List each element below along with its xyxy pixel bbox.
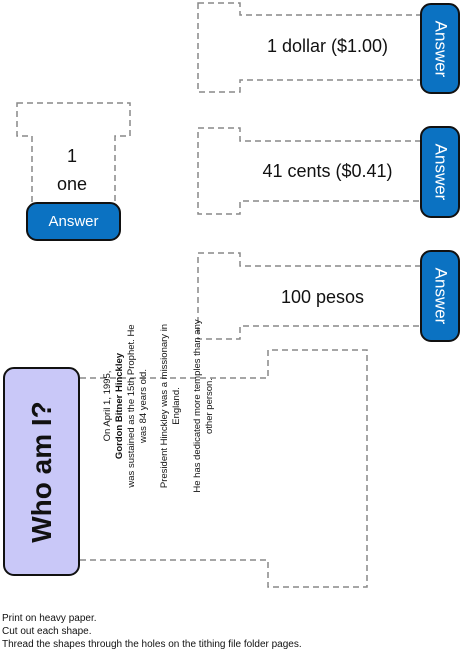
answer-button-one[interactable]: Answer [26, 202, 121, 241]
clue-1: On April 1, 1995, Gordon Bitner Hinckley… [102, 316, 150, 496]
cut-line-pesos [197, 252, 423, 340]
answer-button-pesos[interactable]: Answer [420, 250, 460, 342]
clue-1-name: Gordon Bitner Hinckley [114, 352, 125, 460]
instruction-line: Thread the shapes through the holes on t… [2, 639, 302, 650]
answer-label: Answer [431, 143, 450, 201]
clue-2: President Hinckley was a missionary in E… [159, 323, 182, 489]
who-am-i-title: Who am I? [25, 400, 57, 543]
one-word: one [56, 174, 88, 194]
cut-line-who [80, 349, 368, 588]
answer-label: Answer [48, 213, 99, 230]
answer-button-dollar[interactable]: Answer [420, 3, 460, 94]
one-numeral: 1 [66, 146, 77, 166]
amount-pesos: 100 pesos [280, 287, 365, 307]
answer-label: Answer [431, 267, 450, 325]
clue-3: He has dedicated more temples than any o… [192, 319, 215, 493]
amount-cents: 41 cents ($0.41) [262, 161, 393, 181]
clue-1-text: was sustained as the 15th Prophet. He wa… [126, 324, 149, 488]
instruction-line: Cut out each shape. [2, 626, 92, 637]
answer-button-cents[interactable]: Answer [420, 126, 460, 218]
instruction-line: Print on heavy paper. [2, 613, 97, 624]
who-clues: On April 1, 1995, Gordon Bitner Hinckley… [102, 316, 280, 496]
cut-line-cents [197, 127, 423, 215]
amount-dollar: 1 dollar ($1.00) [266, 36, 389, 56]
clue-1-date: On April 1, 1995, [102, 370, 113, 442]
instructions: Print on heavy paper. Cut out each shape… [2, 612, 302, 651]
who-am-i-tab: Who am I? [3, 367, 80, 576]
answer-label: Answer [431, 20, 450, 77]
